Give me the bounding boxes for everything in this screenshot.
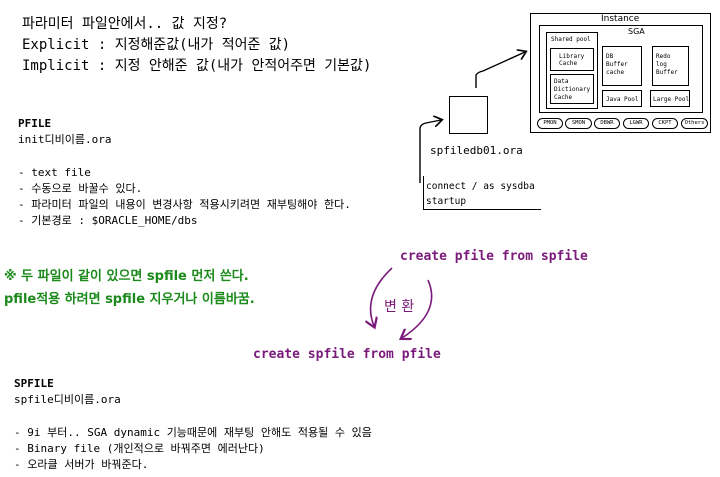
java-pool-label: Java Pool [606,96,639,103]
large-pool-box [650,90,690,107]
conversion-top: create pfile from spfile [400,249,588,264]
conversion-bottom: create spfile from pfile [253,347,441,362]
db-buffer-label-2: Buffer [606,61,628,68]
spfile-name: spfile디비이름.ora [14,393,121,406]
db-buffer-label-3: cache [606,69,625,76]
redo-log-buffer-box [652,46,689,86]
spfile-file-box [449,96,488,134]
library-cache-box [550,48,594,71]
note-line-2: pfile적용 하려면 spfile 지우거나 이름바꿈. [4,292,255,307]
arrow-convert-right [402,279,433,338]
header-line-3: Implicit : 지정 안해준 값(내가 안적어주면 기본값) [22,58,372,74]
data-dictionary-label-1: Data [554,78,569,85]
spfile-file-label: spfiledb01.ora [430,144,523,157]
shared-pool-label: Shared pool [551,36,591,43]
pfile-title: PFILE [18,117,52,130]
redo-log-label-2: log [656,61,667,68]
process-lgwr: LGWR [623,118,649,129]
startup-box [423,176,541,210]
large-pool-label: Large Pool [653,96,690,103]
data-dictionary-cache-box [550,74,594,104]
header-line-1: 파라미터 파일안에서.. 값 지정? [22,16,228,32]
pfile-bullet-1: - text file [18,166,91,179]
arrow-startup-to-file [419,120,441,183]
instance-box [530,13,711,133]
db-buffer-label-1: DB [606,53,614,60]
header-line-2: Explicit : 지정해준값(내가 적어준 값) [22,37,291,53]
spfile-title: SPFILE [14,377,54,390]
spfile-bullet-2: - Binary file (개인적으로 바꿔주면 에러난다) [14,442,265,455]
arrow-convert-left [371,267,393,326]
arrow-to-instance [475,52,525,88]
sga-title: SGA [628,27,645,36]
data-dictionary-label-2: Dictionary [554,86,591,93]
pfile-bullet-3: - 파라미터 파일의 내용이 변경사항 적용시키려면 재부팅해야 한다. [18,198,351,211]
process-ckpt: CKPT [652,118,678,129]
redo-log-label-1: Redo [656,53,671,60]
process-pmon: PMON [537,118,563,129]
instance-title: Instance [601,14,640,24]
spfile-bullet-1: - 9i 부터.. SGA dynamic 기능때문에 재부팅 안해도 적용될 … [14,426,372,439]
pfile-bullet-2: - 수동으로 바꿀수 있다. [18,182,143,195]
conversion-label: 변 환 [384,299,415,315]
process-smon: SMON [565,118,592,129]
process-dbwr: DBWR [594,118,620,129]
note-line-1: ※ 두 파일이 같이 있으면 spfile 먼저 쓴다. [4,269,249,284]
java-pool-box [602,90,642,107]
process-others: Others [681,118,708,129]
shared-pool-box [546,32,598,109]
startup-line-2: startup [426,196,467,207]
sga-box [539,25,703,113]
library-cache-label-1: Library [559,53,585,60]
pfile-name: init디비이름.ora [18,133,112,146]
db-buffer-cache-box [602,46,642,86]
pfile-bullet-4: - 기본경로 : $ORACLE_HOME/dbs [18,214,198,227]
spfile-bullet-3: - 오라클 서버가 바꿔준다. [14,458,149,471]
redo-log-label-3: Buffer [656,69,678,76]
library-cache-label-2: Cache [559,60,578,67]
data-dictionary-label-3: Cache [554,94,573,101]
startup-line-1: connect / as sysdba [426,181,535,192]
